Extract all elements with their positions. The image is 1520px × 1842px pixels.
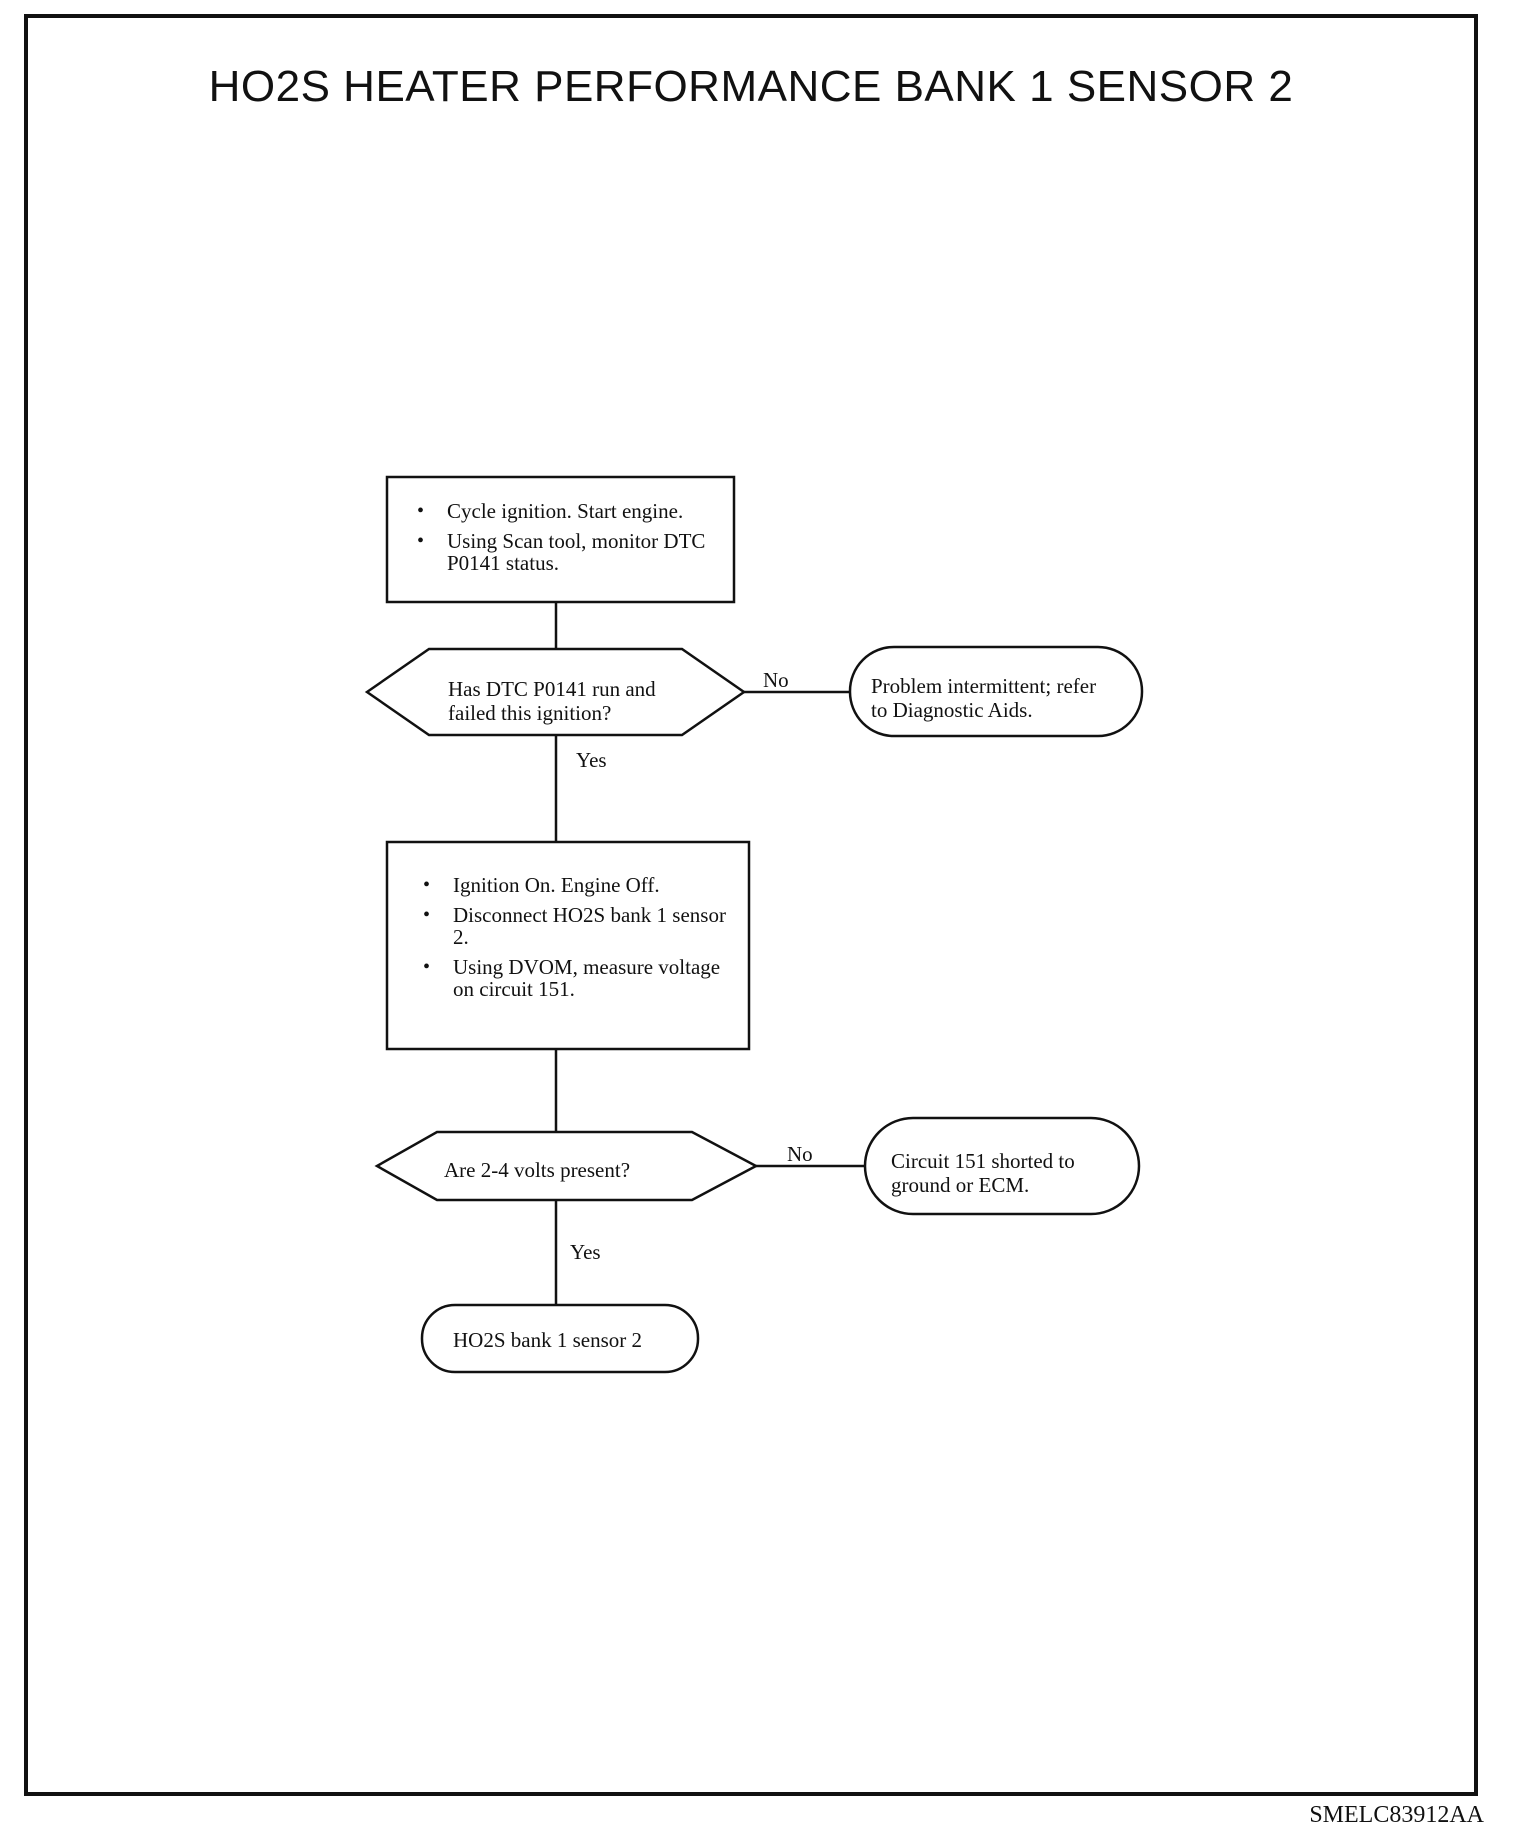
step1-bullet: Cycle ignition. Start engine.: [413, 500, 723, 522]
decision2-no-label: No: [787, 1142, 813, 1166]
step2-box: [385, 840, 751, 1051]
outcome2-terminal: [863, 1116, 1141, 1216]
page-frame: [24, 14, 1478, 1796]
decision1-no-label: No: [763, 668, 789, 692]
outcome3-text: HO2S bank 1 sensor 2: [453, 1328, 642, 1352]
document-id: SMELC83912AA: [1309, 1802, 1484, 1828]
step1-bullets: Cycle ignition. Start engine. Using Scan…: [413, 500, 723, 582]
step2-bullet: Ignition On. Engine Off.: [419, 874, 729, 896]
decision1-question: Has DTC P0141 run and failed this igniti…: [448, 677, 656, 725]
step1-box: [385, 475, 736, 604]
decision2-question: Are 2-4 volts present?: [444, 1158, 631, 1182]
page-title: HO2S HEATER PERFORMANCE BANK 1 SENSOR 2: [208, 62, 1294, 111]
outcome2-text: Circuit 151 shorted to ground or ECM.: [891, 1149, 1075, 1197]
outcome1-text: Problem intermittent; refer to Diagnosti…: [871, 674, 1097, 722]
step2-bullet: Disconnect HO2S bank 1 sensor 2.: [419, 904, 729, 948]
decision2-yes-label: Yes: [570, 1240, 601, 1264]
outcome3-terminal: [420, 1303, 700, 1374]
step1-bullet: Using Scan tool, monitor DTC P0141 statu…: [413, 530, 723, 574]
decision1-yes-label: Yes: [576, 748, 607, 772]
step2-bullet: Using DVOM, measure voltage on circuit 1…: [419, 956, 729, 1000]
step2-bullets: Ignition On. Engine Off. Disconnect HO2S…: [419, 874, 729, 1008]
outcome1-terminal: [848, 645, 1144, 738]
